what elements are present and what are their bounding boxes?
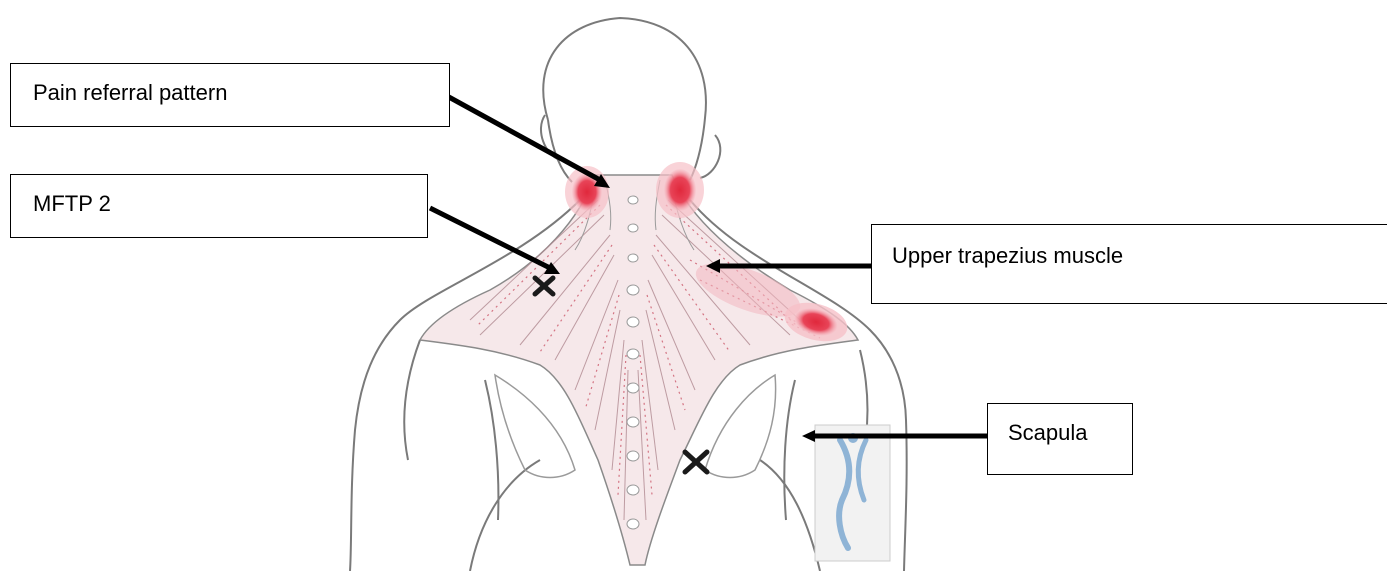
label-text: Upper trapezius muscle <box>892 243 1123 268</box>
label-text: MFTP 2 <box>33 191 111 216</box>
arrow-mftp <box>430 208 560 274</box>
label-mftp-2: MFTP 2 <box>10 174 428 238</box>
x-mark-icon <box>685 452 707 472</box>
label-upper-trapezius-muscle: Upper trapezius muscle <box>871 224 1387 304</box>
corner-figure-logo <box>815 425 890 561</box>
label-pain-referral-pattern: Pain referral pattern <box>10 63 450 127</box>
label-text: Pain referral pattern <box>33 80 227 105</box>
label-text: Scapula <box>1008 420 1088 445</box>
label-scapula: Scapula <box>987 403 1133 475</box>
